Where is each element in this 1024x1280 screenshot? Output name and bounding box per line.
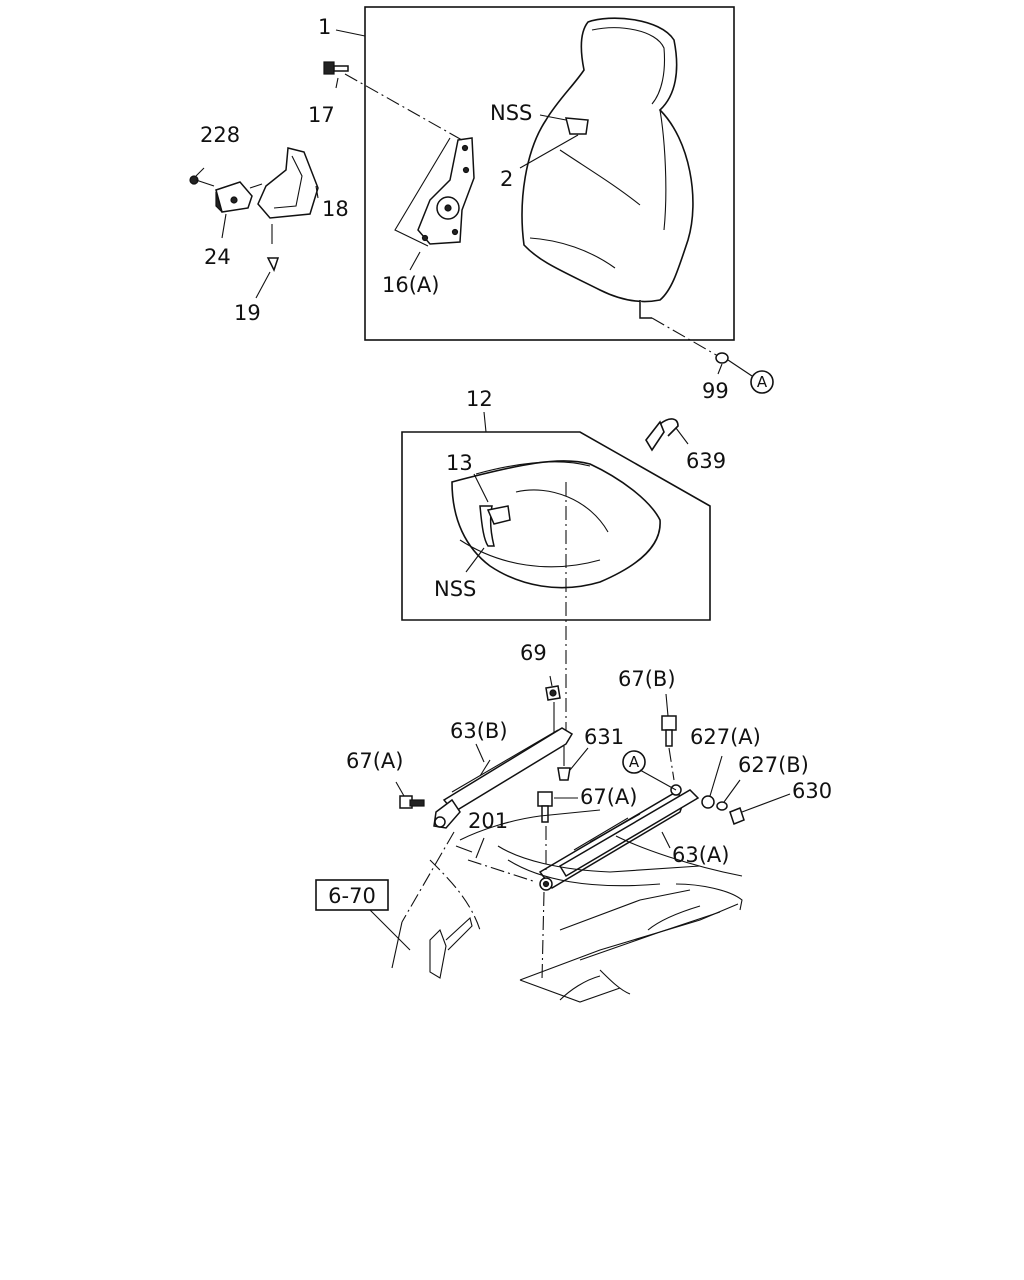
label-627a: 627(A): [690, 725, 761, 749]
seat-back-group: [335, 6, 735, 357]
bolt-17: [323, 61, 349, 89]
label-1: 1: [318, 15, 331, 39]
label-630: 630: [792, 779, 832, 803]
slide-rail-63a: [538, 769, 700, 891]
label-627b: 627(B): [738, 753, 809, 777]
washer-627a: [701, 755, 723, 809]
label-18: 18: [322, 197, 349, 221]
seat-back-frame-box: [364, 6, 735, 341]
label-17: 17: [308, 103, 335, 127]
washer-627b: [716, 779, 741, 811]
floor-panel: [369, 809, 743, 1003]
bolt-67a-left: [395, 781, 425, 809]
label-13: 13: [446, 451, 473, 475]
slide-rail-63b: [433, 727, 574, 829]
label-2: 2: [500, 167, 513, 191]
label-69: 69: [520, 641, 547, 665]
label-99: 99: [702, 379, 729, 403]
washer-99: [715, 352, 753, 377]
label-nss-back: NSS: [490, 101, 532, 125]
label-67a-left: 67(A): [346, 749, 403, 773]
svg-text:6-70: 6-70: [328, 884, 376, 908]
nut-630: [729, 793, 791, 825]
bolt-67a-mid: [537, 791, 578, 981]
nut-69: [545, 675, 561, 732]
label-63b: 63(B): [450, 719, 508, 743]
label-19: 19: [234, 301, 261, 325]
seat-cushion: [451, 460, 661, 589]
seat-back-cushion: [521, 17, 694, 303]
label-24: 24: [204, 245, 231, 269]
cover-18: [249, 147, 319, 299]
seat-cushion-frame-box: [401, 431, 711, 621]
seat-cushion-group: [401, 411, 711, 734]
bolt-631: [557, 746, 589, 781]
nss-clip-back: [565, 117, 589, 135]
tool-icon-639: [645, 418, 689, 452]
label-16a: 16(A): [382, 273, 439, 297]
label-63a: 63(A): [672, 843, 729, 867]
ref-circle-a-bottom: A: [622, 750, 646, 774]
recliner-hinge: [417, 137, 475, 245]
label-nss-cushion: NSS: [434, 577, 476, 601]
label-67b: 67(B): [618, 667, 676, 691]
svg-text:A: A: [757, 373, 768, 391]
label-201: 201: [468, 809, 508, 833]
label-631: 631: [584, 725, 624, 749]
svg-text:A: A: [629, 753, 640, 771]
knob-24: [189, 167, 253, 239]
label-12: 12: [466, 387, 493, 411]
label-639: 639: [686, 449, 726, 473]
label-67a-mid: 67(A): [580, 785, 637, 809]
ref-circle-a-top: A: [750, 370, 774, 394]
bolt-67b: [661, 693, 677, 781]
label-228: 228: [200, 123, 240, 147]
ref-box-6-70: 6-70: [315, 879, 389, 911]
